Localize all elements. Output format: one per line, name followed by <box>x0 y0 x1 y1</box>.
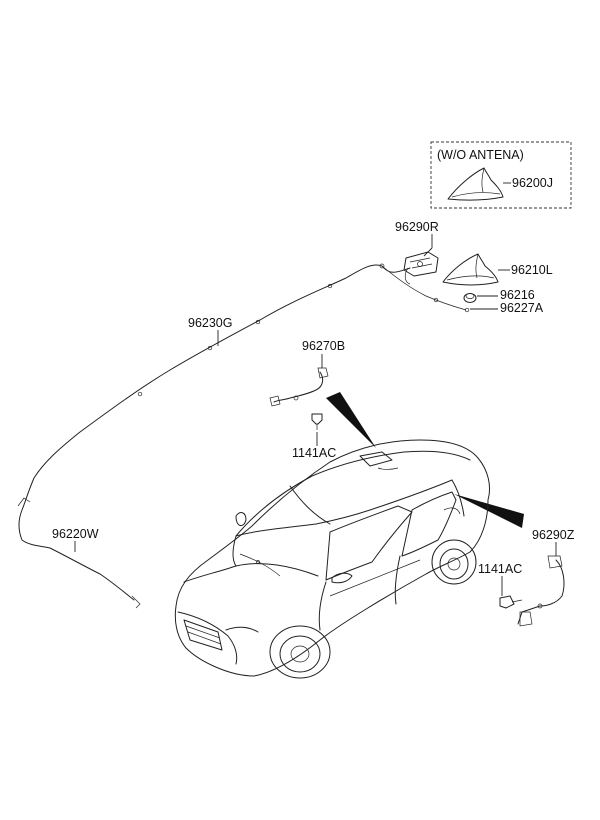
label-96220w: 96220W <box>52 527 99 541</box>
label-96290r: 96290R <box>395 220 439 234</box>
pointer-wedge-roof <box>326 392 376 448</box>
label-96270b: 96270B <box>302 339 345 353</box>
bracket-96290r <box>403 251 439 277</box>
roof-cable-96230g <box>17 263 467 609</box>
label-96230g: 96230G <box>188 316 232 330</box>
inset-title: (W/O ANTENA) <box>437 148 524 162</box>
nut-96216 <box>463 293 477 303</box>
without-antenna-inset: (W/O ANTENA) 96200J <box>430 141 572 209</box>
label-1141ac-lower: 1141AC <box>478 562 522 576</box>
cover-96200j-shape <box>447 167 504 201</box>
label-96290z: 96290Z <box>532 528 575 542</box>
bolt-1141ac-lower <box>499 595 523 609</box>
label-96200j: 96200J <box>512 176 553 190</box>
label-96210l: 96210L <box>511 263 553 277</box>
bolt-1141ac-upper <box>311 413 323 430</box>
car-body <box>174 439 491 679</box>
label-1141ac-upper: 1141AC <box>292 446 336 460</box>
sensor-cable-96270b <box>269 367 329 407</box>
roof-antenna-96210l <box>442 253 499 286</box>
pointer-wedge-rear <box>454 494 524 528</box>
label-96216: 96216 <box>500 288 535 302</box>
rear-sensor-96290z <box>517 555 565 627</box>
label-96227a: 96227A <box>500 301 544 315</box>
